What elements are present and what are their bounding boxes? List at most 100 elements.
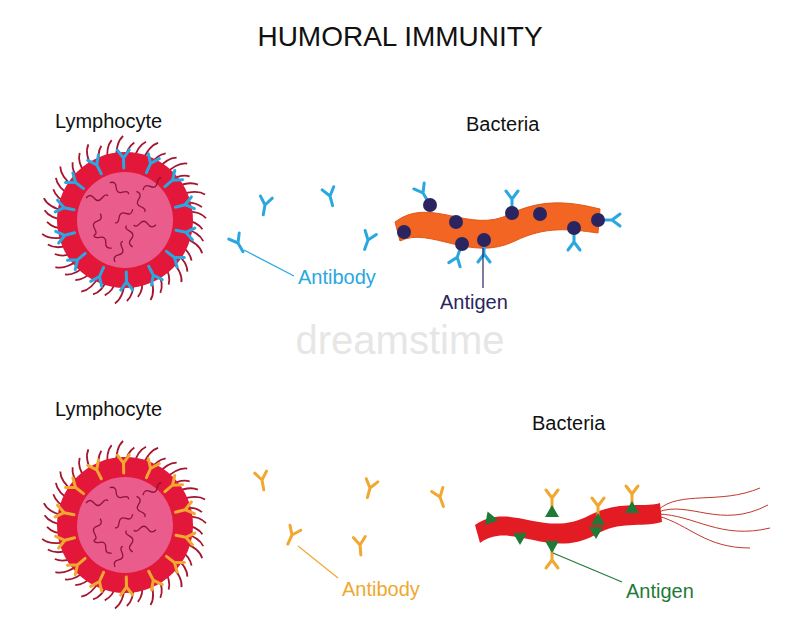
antigen-triangle bbox=[545, 505, 559, 517]
chromatin-strand bbox=[93, 536, 113, 555]
bacterium bbox=[475, 486, 770, 568]
antibody-symbol bbox=[322, 187, 338, 207]
surface-antibody bbox=[56, 532, 76, 548]
cell-nucleus bbox=[77, 477, 173, 573]
surface-antibody bbox=[175, 224, 195, 239]
antigen-triangle bbox=[591, 513, 605, 525]
chromatin-strand bbox=[113, 207, 135, 223]
surface-antibody bbox=[67, 554, 89, 575]
lymphocyte-cell bbox=[42, 136, 206, 303]
cell-body bbox=[57, 152, 193, 288]
antigen-dot bbox=[567, 221, 581, 235]
cell-label: Lymphocyte bbox=[55, 110, 162, 132]
surface-antibody bbox=[56, 227, 76, 243]
antibody-symbol bbox=[229, 233, 248, 255]
antigen-dot bbox=[533, 207, 547, 221]
antibody-symbol bbox=[362, 479, 378, 499]
watermark: dreamstime bbox=[296, 318, 505, 362]
surface-antibody bbox=[174, 502, 194, 518]
surface-antibody bbox=[141, 459, 159, 480]
chromatin-strand bbox=[90, 213, 103, 236]
antigen-dot bbox=[477, 233, 491, 247]
surface-antibody bbox=[141, 154, 159, 175]
antigen-triangle bbox=[545, 541, 559, 553]
leader-line bbox=[553, 553, 622, 582]
antigen-triangle bbox=[589, 527, 603, 539]
antigen-dot bbox=[397, 225, 411, 239]
cell-label: Lymphocyte bbox=[55, 398, 162, 420]
antigen-triangle bbox=[625, 501, 639, 513]
antigen-dot bbox=[449, 215, 463, 229]
surface-antibody bbox=[55, 505, 75, 520]
surface-antibody bbox=[67, 249, 89, 270]
bacteria-label: Bacteria bbox=[466, 113, 539, 135]
bacteria-label: Bacteria bbox=[532, 412, 605, 434]
surface-antibody bbox=[175, 529, 195, 544]
surface-antibody bbox=[66, 478, 88, 498]
diagram-title: HUMORAL IMMUNITY bbox=[0, 22, 800, 53]
surface-antibody bbox=[163, 247, 185, 267]
antigen-dot bbox=[423, 198, 437, 212]
surface-antibody bbox=[120, 272, 132, 290]
surface-antibody bbox=[143, 569, 162, 590]
chromatin-strand bbox=[112, 546, 127, 568]
antibody-symbol bbox=[432, 487, 449, 508]
chromatin-strand bbox=[90, 518, 103, 541]
antibody-symbol bbox=[255, 471, 270, 491]
antigen-label: Antigen bbox=[440, 291, 508, 313]
surface-antibody bbox=[174, 197, 194, 213]
leader-line bbox=[482, 248, 483, 288]
antibody-label: Antibody bbox=[342, 578, 420, 600]
chromatin-strand bbox=[134, 190, 145, 213]
antibody-symbol bbox=[353, 537, 367, 556]
flagellum bbox=[658, 516, 750, 548]
cell-nucleus bbox=[77, 172, 173, 268]
leader-line bbox=[298, 546, 338, 578]
surface-antibody bbox=[117, 455, 129, 473]
surface-antibody bbox=[91, 265, 109, 286]
antigen-triangle bbox=[481, 509, 498, 525]
chromatin-strand bbox=[125, 225, 135, 248]
surface-antibody bbox=[163, 552, 185, 572]
cell-body bbox=[57, 457, 193, 593]
antigen-dot bbox=[505, 206, 519, 220]
chromatin-strand bbox=[142, 177, 164, 192]
bacterium bbox=[395, 183, 620, 267]
flagellum bbox=[658, 488, 760, 510]
chromatin-strand bbox=[112, 241, 127, 263]
chromatin-strand bbox=[93, 231, 113, 250]
chromatin-strand bbox=[113, 512, 135, 528]
surface-antibody bbox=[120, 577, 132, 595]
surface-antibody bbox=[88, 460, 107, 481]
antibody-symbol bbox=[257, 196, 272, 216]
chromatin-strand bbox=[134, 220, 156, 228]
antibody-label: Antibody bbox=[298, 266, 376, 288]
chromatin-strand bbox=[108, 485, 129, 503]
free-antibodies bbox=[229, 187, 449, 556]
surface-antibody bbox=[161, 170, 183, 191]
chromatin-strand bbox=[86, 195, 108, 201]
antigen-dot bbox=[455, 237, 469, 251]
surface-antibody bbox=[55, 200, 75, 215]
antigen-triangle bbox=[513, 533, 527, 545]
surface-antibody bbox=[88, 155, 107, 176]
chromatin-strand bbox=[108, 180, 129, 198]
surface-antibody bbox=[161, 475, 183, 496]
chromatin-strand bbox=[86, 500, 108, 506]
flagellum bbox=[658, 505, 768, 515]
lymphocyte-cell bbox=[42, 441, 206, 608]
surface-antibody bbox=[91, 570, 109, 591]
leader-line bbox=[244, 250, 294, 276]
chromatin-strand bbox=[134, 525, 156, 533]
antibody-symbol bbox=[359, 230, 376, 251]
surface-antibody bbox=[66, 173, 88, 193]
surface-antibody bbox=[117, 150, 129, 168]
chromatin-strand bbox=[134, 495, 145, 518]
antigen-label: Antigen bbox=[626, 580, 694, 602]
surface-antibody bbox=[143, 264, 162, 285]
chromatin-strand bbox=[142, 482, 164, 497]
antibody-symbol bbox=[282, 525, 300, 546]
antigen-dot bbox=[591, 213, 605, 227]
chromatin-strand bbox=[125, 530, 135, 553]
